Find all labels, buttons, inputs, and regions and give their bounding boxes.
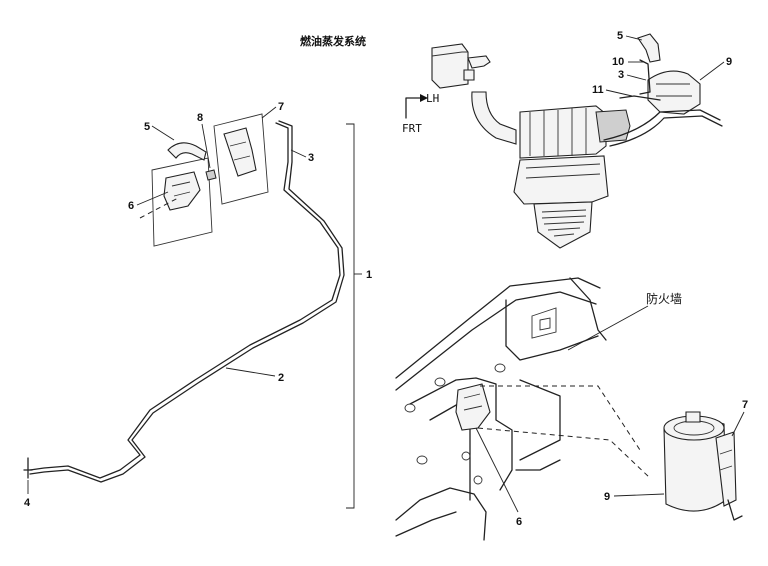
callout-9: 9 xyxy=(604,491,610,503)
diagram-title: 燃油蒸发系统 xyxy=(299,34,366,48)
callout-5: 5 xyxy=(144,121,150,133)
left-callouts: 5 8 7 3 6 1 2 4 xyxy=(24,101,372,509)
top-right-assembly: LH FRT xyxy=(402,33,723,249)
callout-5: 5 xyxy=(617,30,623,42)
callout-7: 7 xyxy=(278,101,284,113)
direction-lh: LH xyxy=(426,92,439,105)
callout-9: 9 xyxy=(726,56,732,68)
direction-frt: FRT xyxy=(402,122,422,135)
callout-4: 4 xyxy=(24,497,31,509)
callout-3: 3 xyxy=(618,69,624,81)
callout-11: 11 xyxy=(592,84,604,96)
callout-8: 8 xyxy=(197,112,203,124)
top-right-callouts: 5 10 3 9 11 xyxy=(592,30,732,97)
callout-6: 6 xyxy=(516,516,522,528)
clip-detail-box xyxy=(139,142,217,247)
callout-7: 7 xyxy=(742,399,748,411)
callout-2: 2 xyxy=(278,372,284,384)
evap-pipe-assembly xyxy=(23,120,362,509)
callout-10: 10 xyxy=(612,56,624,68)
callout-1: 1 xyxy=(366,269,372,281)
callout-3: 3 xyxy=(308,152,314,164)
bracket-detail-box xyxy=(213,113,269,205)
callout-6: 6 xyxy=(128,200,134,212)
firewall-label: 防火墙 xyxy=(646,291,682,306)
bottom-right-callouts: 7 9 6 xyxy=(475,399,748,528)
firewall-assembly: 防火墙 xyxy=(395,277,743,541)
